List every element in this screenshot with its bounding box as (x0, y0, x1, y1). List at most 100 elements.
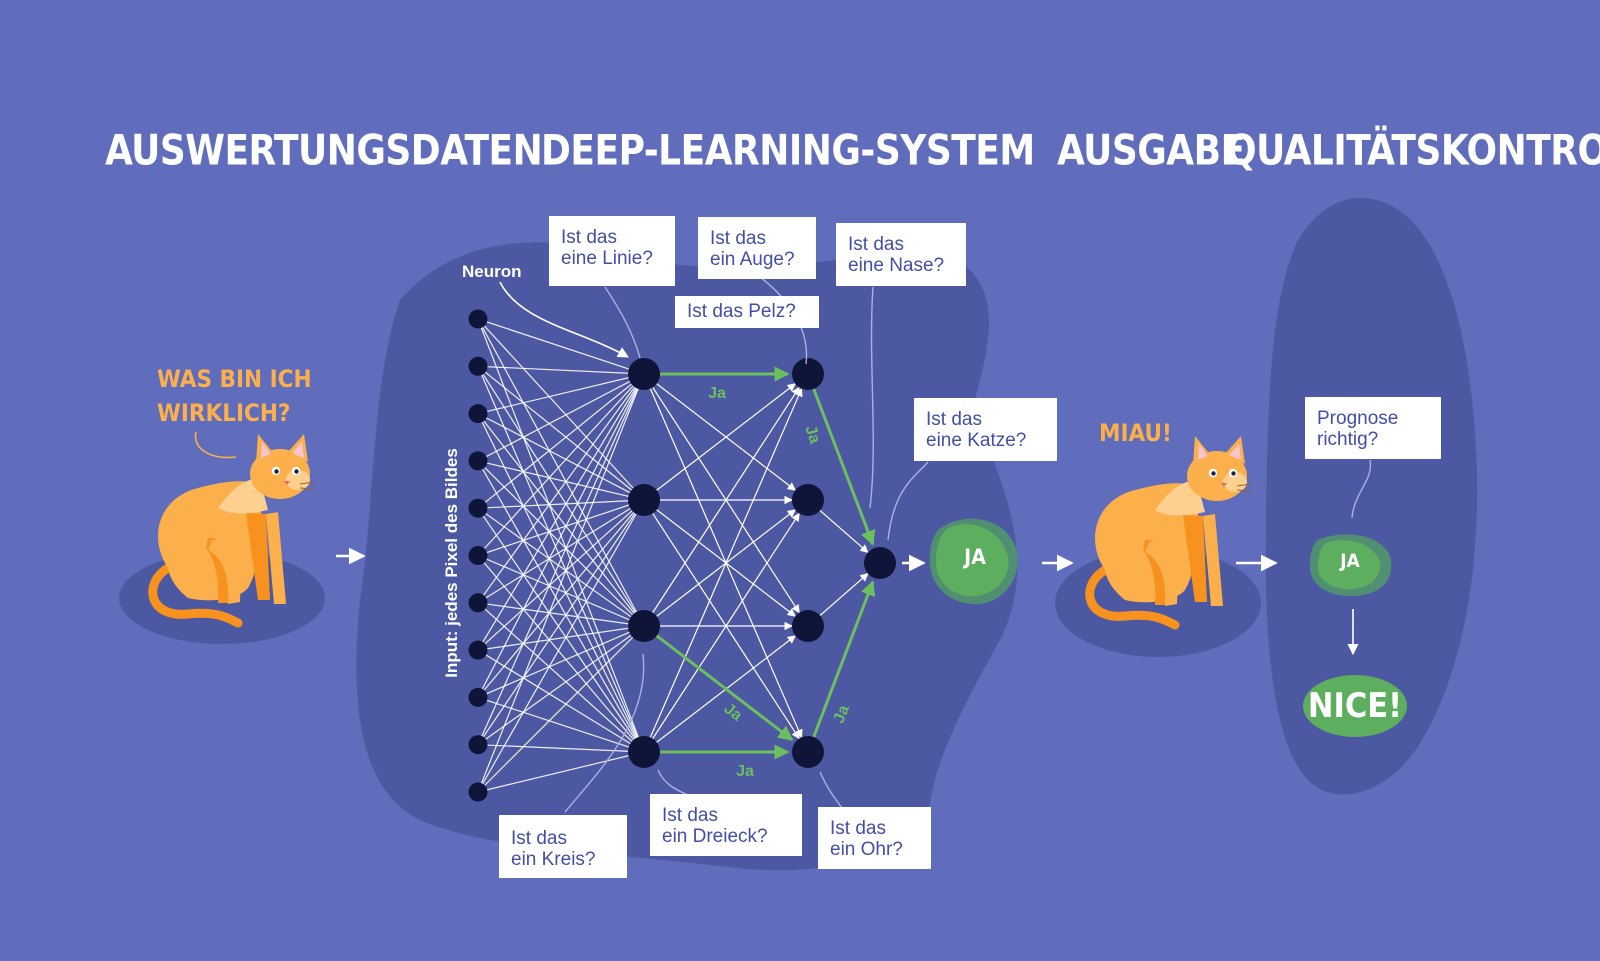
connection-line (477, 413, 645, 627)
connection-line (477, 373, 645, 745)
input-label: Input: jedes Pixel des Bildes (442, 448, 461, 678)
connection-line (477, 373, 645, 793)
cat-question-line1: WAS BIN ICH (157, 365, 312, 393)
question-triangle-line1: Ist das (662, 805, 718, 826)
cat-answer-text: MIAU! (1099, 419, 1172, 447)
connection-line (477, 507, 645, 627)
input-neuron (468, 404, 488, 424)
connection-line (477, 413, 645, 501)
input-neuron (468, 687, 488, 707)
connection-line (477, 373, 645, 698)
question-circle-line1: Ist das (511, 828, 567, 849)
connection-line (477, 373, 645, 509)
heading-evaluation-data: AUSWERTUNGSDATEN (105, 126, 543, 176)
connection-line (477, 499, 645, 698)
question-eye-line2: ein Auge? (710, 249, 795, 270)
connection-line (477, 499, 645, 604)
question-cat-line2: eine Katze? (926, 430, 1027, 451)
question-nose-line2: eine Nase? (848, 255, 945, 276)
neuron-label: Neuron (462, 262, 522, 281)
connection-line (477, 499, 645, 746)
input-neuron (468, 309, 488, 329)
quality-control-panel (1265, 198, 1478, 795)
question-nose-line1: Ist das (848, 234, 904, 255)
yes-edge-label: Ja (831, 703, 853, 726)
connection-line (477, 460, 645, 627)
question-box-nose: Ist das eine Nase? (836, 223, 966, 286)
question-ear-line2: ein Ohr? (830, 839, 903, 860)
question-box-prediction: Prognose richtig? (1305, 397, 1441, 459)
connection-line (477, 499, 645, 793)
result-blob (929, 518, 1018, 605)
cat-question-line2: WIRKLICH? (157, 399, 291, 427)
connection-line (477, 507, 645, 753)
hidden-neuron (792, 610, 824, 642)
input-neuron (468, 735, 488, 755)
activated-arrow (812, 580, 876, 738)
connection-line (477, 318, 645, 627)
question-box-circle: Ist das ein Kreis? (499, 815, 627, 878)
connection-line (477, 625, 645, 793)
connection-line (477, 365, 645, 375)
input-neuron (468, 593, 488, 613)
yes-edge-label: Ja (801, 424, 823, 446)
question-prediction-line1: Prognose (1317, 408, 1399, 429)
connection-line (477, 625, 645, 746)
heading-deep-learning-system: DEEP-LEARNING-SYSTEM (541, 126, 1035, 176)
output-neuron (864, 547, 896, 579)
connection-arrow (643, 499, 800, 740)
final-blob (1303, 675, 1407, 737)
connection-line (477, 744, 645, 753)
hidden-neuron (628, 484, 660, 516)
cat-question-text: WAS BIN ICH WIRKLICH? (157, 362, 312, 430)
connection-line (477, 602, 645, 753)
connection-line (477, 460, 645, 501)
activated-arrow (655, 634, 794, 742)
hidden-neuron (792, 484, 824, 516)
connection-arrow (643, 509, 796, 627)
yes-edge-label: Ja (708, 385, 726, 402)
heading-quality-control: QUALITÄTSKONTROLLE (1226, 126, 1600, 176)
network-neurons (468, 309, 896, 802)
input-neuron (468, 546, 488, 565)
connection-line (477, 365, 645, 627)
connection-line (477, 751, 645, 793)
cat-right-illustration (1085, 436, 1252, 630)
connection-line (477, 499, 645, 557)
connection-line (477, 318, 645, 375)
question-box-triangle: Ist das ein Dreieck? (650, 794, 802, 856)
question-ear-line1: Ist das (830, 818, 886, 839)
hidden-neuron (792, 736, 824, 768)
question-box-line: Ist das eine Linie? (549, 216, 675, 286)
activated-arrow (812, 388, 876, 546)
connection-arrow (643, 499, 796, 617)
connection-line (477, 555, 645, 753)
final-label: NICE! (1307, 686, 1403, 726)
connection-line (477, 625, 645, 651)
connection-line (477, 499, 645, 651)
qc-result-label: JA (1340, 550, 1360, 572)
question-cat-line1: Ist das (926, 409, 982, 430)
connection-arrow (643, 512, 800, 753)
neuron-pointer (499, 281, 629, 358)
question-line-line1: Ist das (561, 227, 617, 248)
network-connections (477, 318, 869, 793)
connection-line (477, 318, 645, 501)
connection-line (477, 460, 645, 753)
question-box-fur: Ist das Pelz? (675, 296, 819, 328)
input-neuron (468, 782, 488, 802)
connection-arrow (643, 635, 796, 753)
question-circle-line2: ein Kreis? (511, 849, 596, 870)
question-box-ear: Ist das ein Ohr? (818, 807, 931, 869)
flow-arrows (336, 547, 1359, 656)
input-neuron (468, 498, 488, 518)
result-label: JA (964, 545, 986, 569)
connection-line (477, 696, 645, 753)
connection-line (477, 554, 645, 627)
hidden-neuron (628, 736, 660, 768)
connection-line (477, 625, 645, 698)
input-neuron (468, 451, 488, 471)
